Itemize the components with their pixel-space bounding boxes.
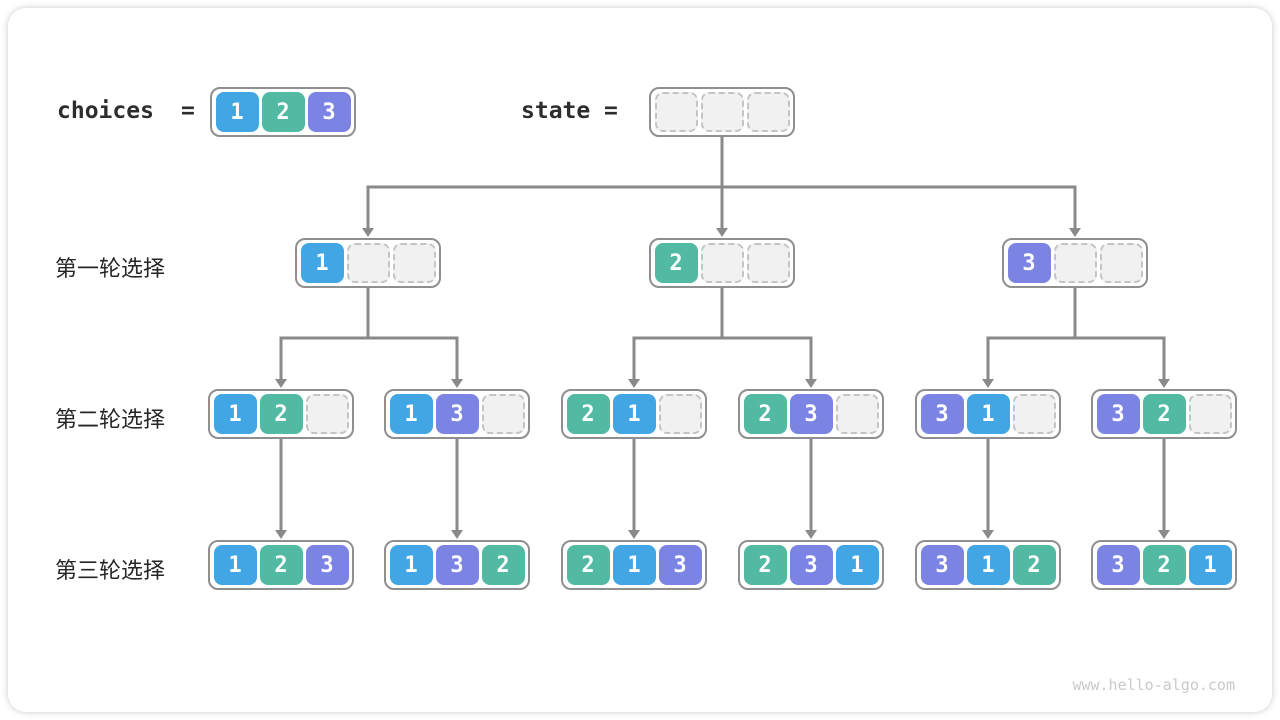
state-node: 3 [1002, 238, 1148, 288]
empty-cell [700, 92, 744, 132]
value-cell: 2 [261, 92, 305, 132]
empty-cell [392, 243, 436, 283]
empty-cell [654, 92, 698, 132]
empty-cell [1012, 394, 1056, 434]
state-equals-sign: = [604, 98, 618, 124]
value-cell: 3 [920, 394, 964, 434]
value-cell: 3 [435, 545, 479, 585]
value-cell: 1 [213, 394, 257, 434]
value-cell: 3 [789, 545, 833, 585]
round-1-label: 第一轮选择 [55, 256, 166, 281]
value-cell: 1 [835, 545, 879, 585]
state-label: state [521, 98, 591, 124]
value-cell: 2 [1012, 545, 1056, 585]
choices-label: choices [57, 98, 154, 124]
value-cell: 2 [743, 545, 787, 585]
state-array-box [649, 87, 795, 137]
value-cell: 3 [307, 92, 351, 132]
value-cell: 3 [305, 545, 349, 585]
value-cell: 2 [259, 394, 303, 434]
value-cell: 3 [1096, 394, 1140, 434]
value-cell: 2 [566, 545, 610, 585]
value-cell: 2 [481, 545, 525, 585]
empty-cell [700, 243, 744, 283]
value-cell: 1 [966, 545, 1010, 585]
value-cell: 1 [612, 394, 656, 434]
empty-cell [746, 243, 790, 283]
site-watermark: www.hello-algo.com [1072, 676, 1235, 694]
value-cell: 1 [213, 545, 257, 585]
empty-cell [746, 92, 790, 132]
empty-cell [1188, 394, 1232, 434]
value-cell: 1 [966, 394, 1010, 434]
value-cell: 1 [300, 243, 344, 283]
value-cell: 2 [1142, 394, 1186, 434]
value-cell: 1 [389, 394, 433, 434]
value-cell: 3 [789, 394, 833, 434]
value-cell: 1 [1188, 545, 1232, 585]
empty-cell [1099, 243, 1143, 283]
diagram-card [8, 8, 1272, 712]
state-node: 2 [649, 238, 795, 288]
value-cell: 2 [1142, 545, 1186, 585]
value-cell: 2 [259, 545, 303, 585]
empty-cell [658, 394, 702, 434]
value-cell: 1 [215, 92, 259, 132]
value-cell: 3 [1096, 545, 1140, 585]
choices-equals-sign: = [181, 98, 195, 124]
value-cell: 1 [612, 545, 656, 585]
value-cell: 2 [743, 394, 787, 434]
value-cell: 1 [389, 545, 433, 585]
state-node: 1 [295, 238, 441, 288]
value-cell: 3 [435, 394, 479, 434]
empty-cell [305, 394, 349, 434]
value-cell: 3 [1007, 243, 1051, 283]
round-2-label: 第二轮选择 [55, 407, 166, 432]
empty-cell [481, 394, 525, 434]
empty-cell [835, 394, 879, 434]
value-cell: 3 [920, 545, 964, 585]
value-cell: 2 [566, 394, 610, 434]
round-3-label: 第三轮选择 [55, 558, 166, 583]
empty-cell [346, 243, 390, 283]
value-cell: 2 [654, 243, 698, 283]
empty-cell [1053, 243, 1097, 283]
value-cell: 3 [658, 545, 702, 585]
